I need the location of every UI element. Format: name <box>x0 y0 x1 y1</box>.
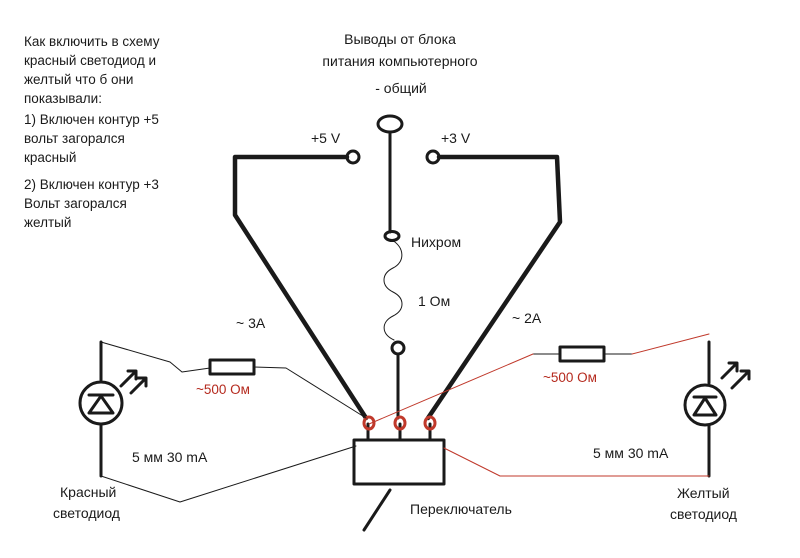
resistor-right <box>558 345 606 363</box>
led-left-top-wire <box>100 341 211 373</box>
plus5-wire <box>232 154 369 421</box>
led-right-red-top-wire <box>631 333 710 355</box>
resistance-label: 1 Ом <box>418 293 450 309</box>
nichrome-label: Нихром <box>411 234 461 250</box>
switch-lever <box>362 488 392 532</box>
title-line: Выводы от блока <box>344 31 456 47</box>
nichrome-bottom-terminal <box>390 340 406 356</box>
led-left-body <box>78 380 124 426</box>
plus5-label: +5 V <box>311 130 341 146</box>
title-line: питания компьютерного <box>322 53 477 69</box>
led-right-body <box>683 383 727 427</box>
note-line: желтый что б они <box>24 72 133 87</box>
note-line: показывали: <box>24 91 102 106</box>
resistor-left-wire <box>253 366 367 419</box>
led-left-name: светодиод <box>53 505 120 521</box>
note-line: красный светодиод и <box>24 53 156 68</box>
question-note: Как включить в схему красный светодиод и… <box>24 34 160 230</box>
note-line: 1) Включен контур +5 <box>24 112 159 127</box>
resistor-left <box>208 358 256 376</box>
led-right-name: Желтый <box>677 485 730 501</box>
led-left-light-arrows <box>119 369 148 395</box>
plus3-wire <box>425 154 563 421</box>
switch-contact <box>362 415 376 431</box>
current-right-label: ~ 2А <box>512 310 542 326</box>
plus3-label: +3 V <box>441 130 471 146</box>
switch-contact <box>393 415 407 431</box>
led-right-red-bottom-wire <box>443 447 710 477</box>
common-terminal <box>376 114 404 134</box>
resistor-left-label: ~500 Ом <box>196 382 250 397</box>
switch-label: Переключатель <box>410 501 512 517</box>
led-right-spec: 5 мм 30 mA <box>593 445 669 461</box>
led-left-name: Красный <box>60 484 116 500</box>
note-line: Как включить в схему <box>24 34 160 49</box>
switch-contact <box>423 415 437 431</box>
note-line: Вольт загорался <box>24 196 127 211</box>
led-left-spec: 5 мм 30 mA <box>132 449 208 465</box>
switch-body <box>352 438 446 486</box>
led-right-diode-symbol <box>692 396 718 417</box>
led-left-diode-symbol <box>87 394 115 415</box>
resistor-right-label: ~500 Ом <box>543 370 597 385</box>
red-cross-wire <box>368 353 534 425</box>
led-right-light-arrows <box>720 361 751 390</box>
led-right-name: светодиод <box>670 506 737 522</box>
current-left-label: ~ 3А <box>236 315 266 331</box>
nichrome-coil <box>383 239 403 341</box>
psu-title: Выводы от блока питания компьютерного - … <box>322 31 477 96</box>
nichrome-top-terminal <box>383 230 401 242</box>
note-line: красный <box>24 150 76 165</box>
note-line: желтый <box>24 215 71 230</box>
note-line: вольт загорался <box>24 131 125 146</box>
title-line: - общий <box>375 80 427 96</box>
note-line: 2) Включен контур +3 <box>24 177 159 192</box>
led-left-bottom-wire <box>100 445 357 503</box>
